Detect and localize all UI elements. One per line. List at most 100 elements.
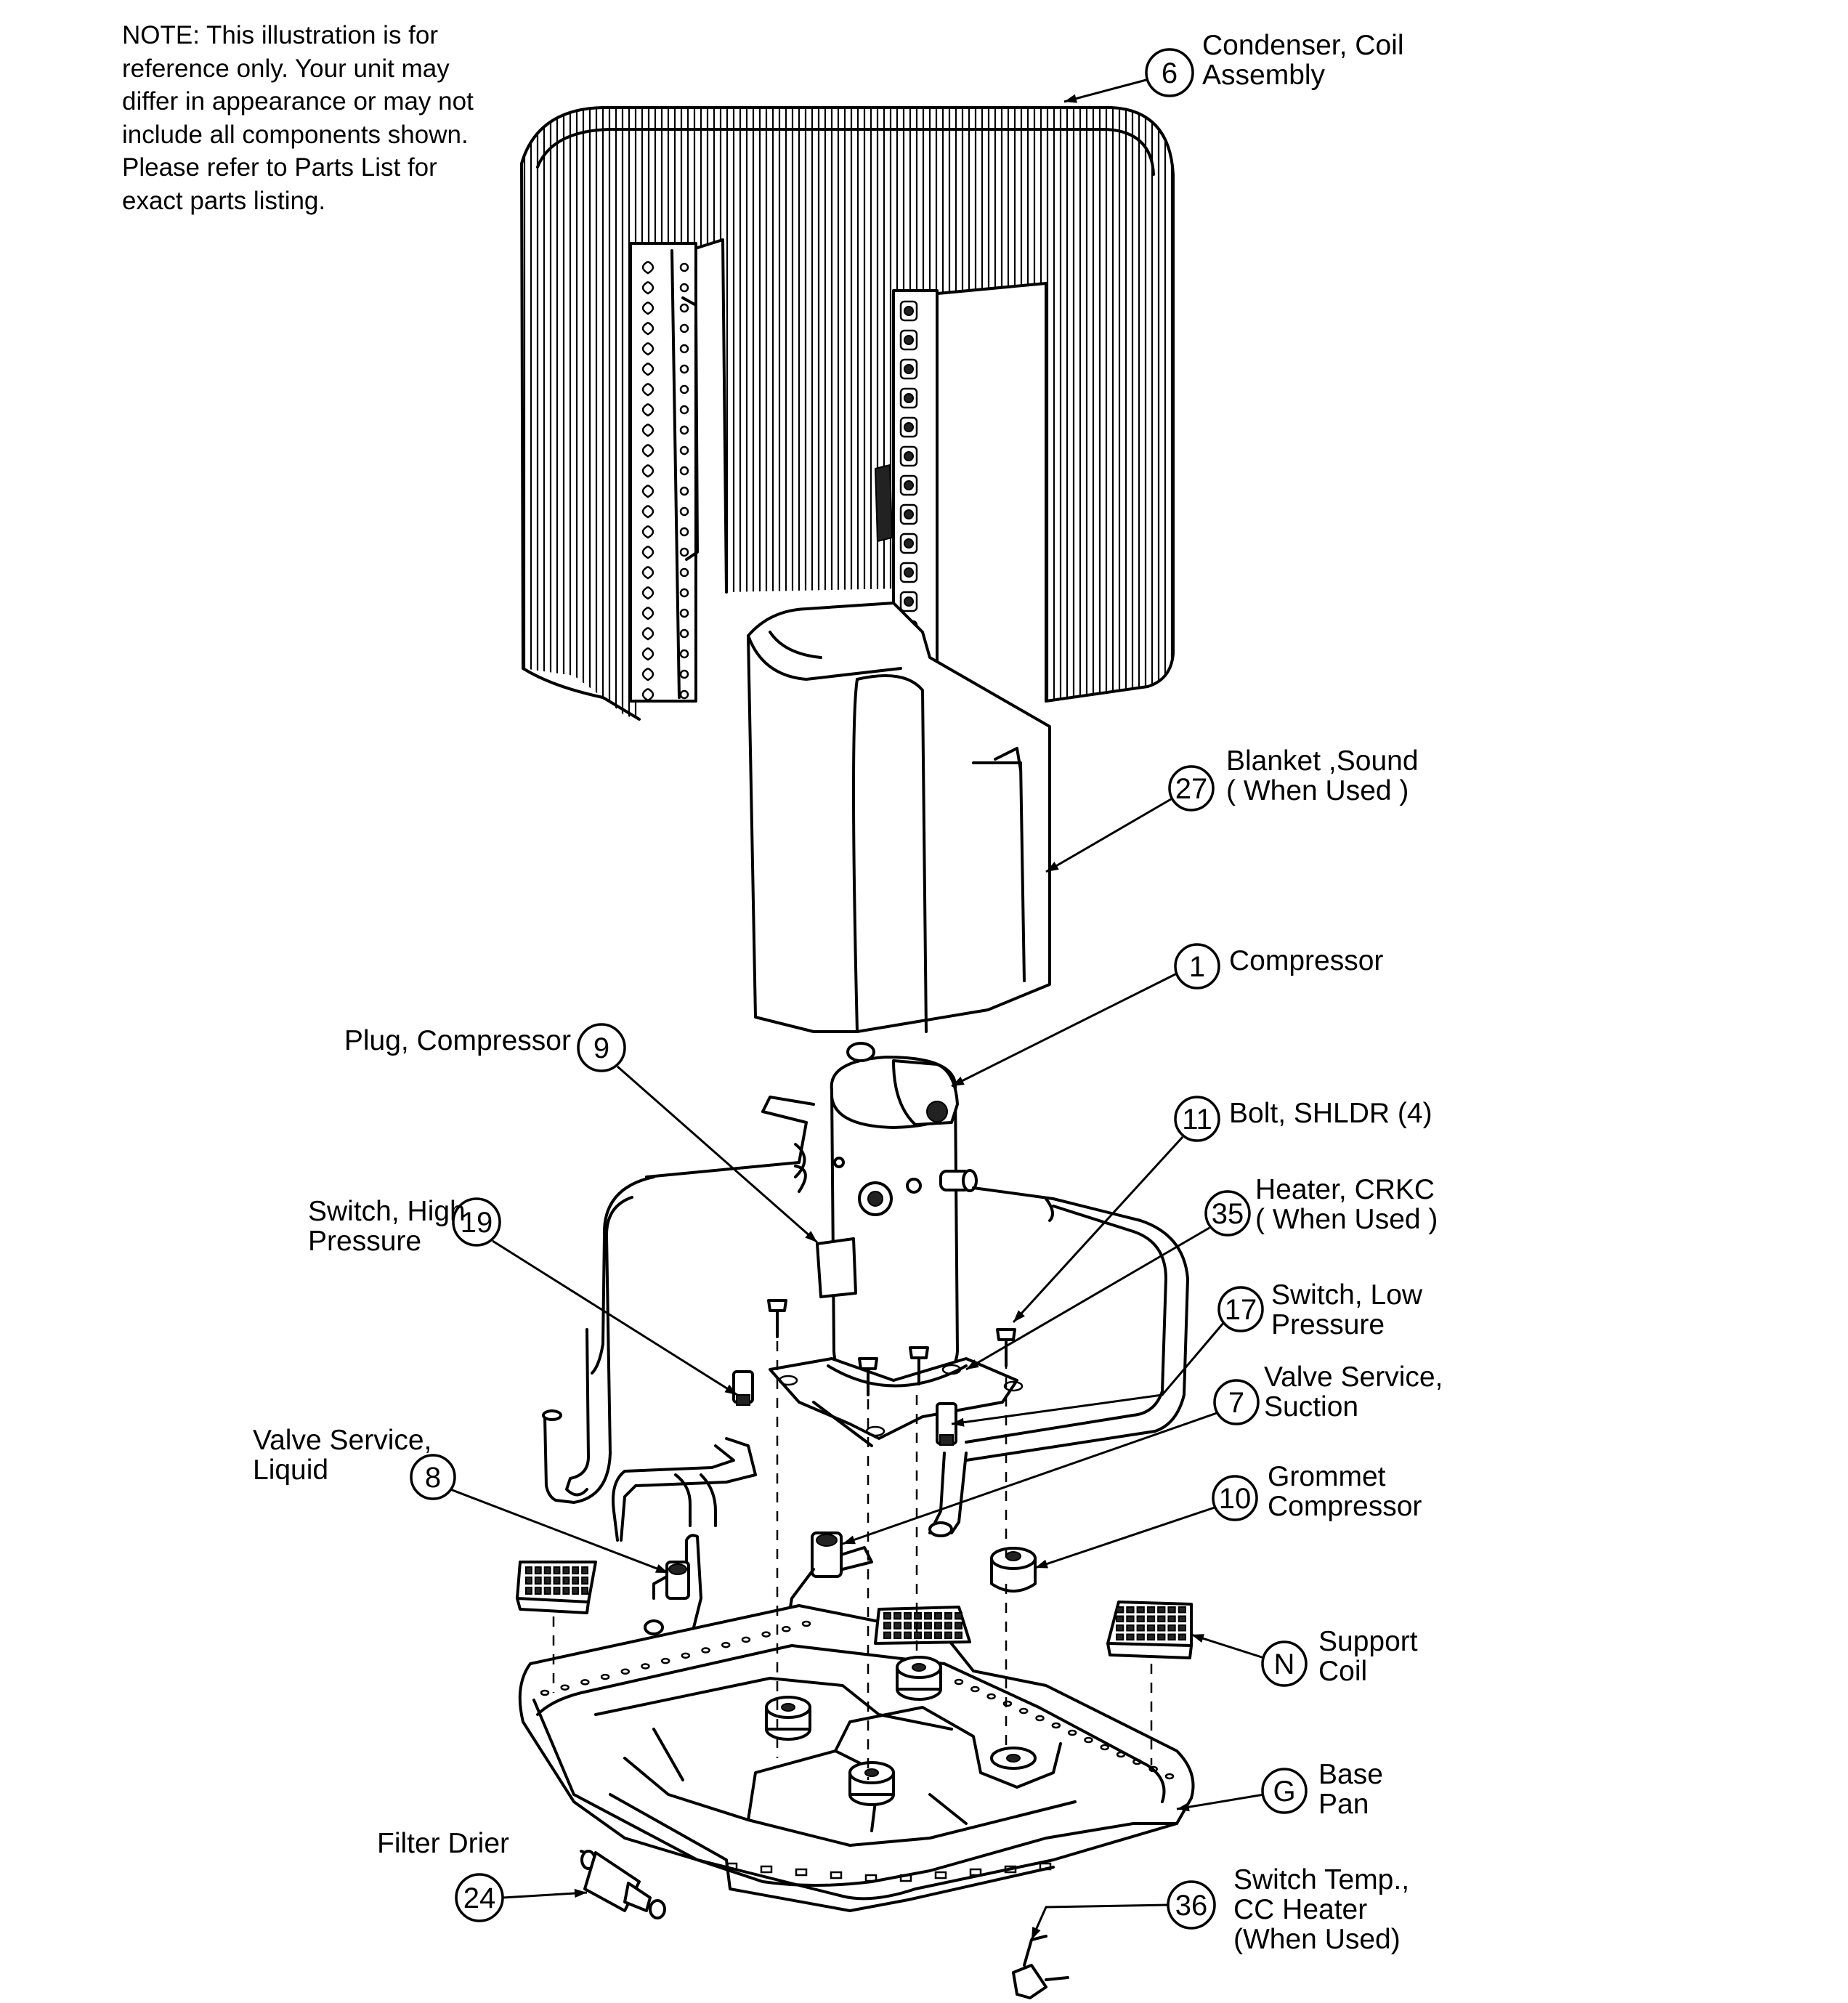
callout-number: 24 [463,1882,496,1914]
callout-circle [1204,1190,1251,1237]
callout-number: 27 [1175,773,1208,805]
callout-24: 24 Filter Drier [377,1828,588,1922]
leader-line [1063,78,1147,103]
compressor [767,1042,1024,1447]
callout-circle [577,1023,626,1072]
leader-line [965,1226,1210,1371]
leader-line [1030,1903,1169,1941]
callout-label: ( When Used ) [1226,775,1409,806]
sound-blanket [747,602,1051,1033]
cc-heater-temp-switch [1012,1935,1069,1999]
callout-label: ( When Used ) [1255,1204,1438,1235]
leader-line [842,1412,1217,1545]
callout-circle [1168,765,1215,812]
callout-circle [410,1454,456,1500]
leader-line [502,1891,588,1899]
arrowhead [1013,1310,1025,1322]
leader-line [1045,798,1172,873]
leader-line [1034,1506,1215,1569]
callout-number: 35 [1212,1198,1244,1230]
callout-label: Pressure [308,1226,421,1257]
callout-number: 36 [1175,1890,1208,1922]
callout-circle [1212,1475,1258,1521]
callout-label: Support [1318,1626,1418,1657]
callout-number: 1 [1189,951,1205,983]
mounting-boss-right [990,1747,1037,1770]
callout-circle [1217,1286,1264,1332]
reference-note: NOTE: This illustration is for reference… [122,21,474,215]
callout-label: CC Heater [1233,1894,1367,1925]
callout-label: Valve Service, [1264,1361,1443,1393]
leader-line [1176,1793,1265,1810]
mounting-boss-left [765,1696,811,1741]
arrowhead [1191,1634,1204,1643]
callout-label: Plug, Compressor [344,1025,571,1056]
callout-label: Coil [1318,1656,1367,1687]
callout-number: 8 [425,1462,441,1494]
callout-number: N [1274,1648,1295,1680]
callout-label: Pressure [1271,1309,1385,1340]
mounting-boss-front [848,1761,895,1806]
leader-line [951,972,1178,1088]
callout-9: 9 Plug, Compressor [344,1023,818,1244]
callout-label: Compressor [1229,945,1383,976]
callout-circle [452,1197,501,1247]
liquid-service-valve [644,1534,702,1635]
refrigerant-tubing [542,1096,1189,1635]
callout-label: Bolt, SHLDR (4) [1229,1098,1432,1129]
callout-label: Switch, Low [1271,1279,1423,1311]
callout-circle [1174,943,1220,990]
callout-label: Condenser, Coil [1202,30,1404,61]
callout-circle [1167,1880,1216,1930]
callout-label: (When Used) [1233,1924,1401,1955]
callout-circle [1213,1379,1260,1425]
callout-label: Pan [1318,1789,1369,1820]
callout-35: 35 Heater, CRKC( When Used ) [965,1174,1438,1371]
callout-label: Suction [1264,1391,1358,1423]
support-coil-left [516,1561,597,1614]
callout-label: Blanket ,Sound [1226,745,1419,777]
callout-label: Heater, CRKC [1255,1174,1435,1205]
callout-number: 19 [461,1207,493,1239]
filter-drier [580,1850,666,1919]
arrowhead [655,1564,668,1573]
callout-label: Liquid [253,1454,328,1486]
callout-number: 17 [1225,1294,1257,1326]
leader-line [492,1239,738,1396]
callout-number: 10 [1219,1483,1252,1515]
callout-circle [455,1873,504,1922]
arrowhead [843,1535,856,1545]
callout-circle [1261,1640,1308,1687]
arrowhead [1046,862,1059,872]
arrowhead [1177,1802,1190,1812]
compressor-grommet [990,1547,1037,1593]
leader-line [450,1488,669,1574]
leader-line [1191,1633,1265,1659]
callout-36: 36 Switch Temp.,CC Heater(When Used) [1030,1864,1409,1955]
leader-line [617,1065,818,1244]
callout-27: 27 Blanket ,Sound( When Used ) [1045,745,1419,873]
callout-number: 6 [1162,57,1178,89]
callout-number: 9 [593,1032,609,1064]
callout-label: Switch Temp., [1233,1864,1409,1895]
arrowhead [952,1076,965,1086]
callout-label: Switch, High [308,1196,466,1227]
callout-number: G [1273,1776,1295,1808]
leader-line [1012,1136,1184,1324]
arrowhead [724,1384,737,1395]
support-coil-right [1106,1601,1193,1659]
callout-label: Assembly [1202,60,1326,91]
callout-label: Grommet [1268,1461,1386,1492]
base-pan [518,1604,1195,1912]
mounting-boss-rear [896,1656,942,1701]
callout-label: Filter Drier [377,1828,509,1859]
